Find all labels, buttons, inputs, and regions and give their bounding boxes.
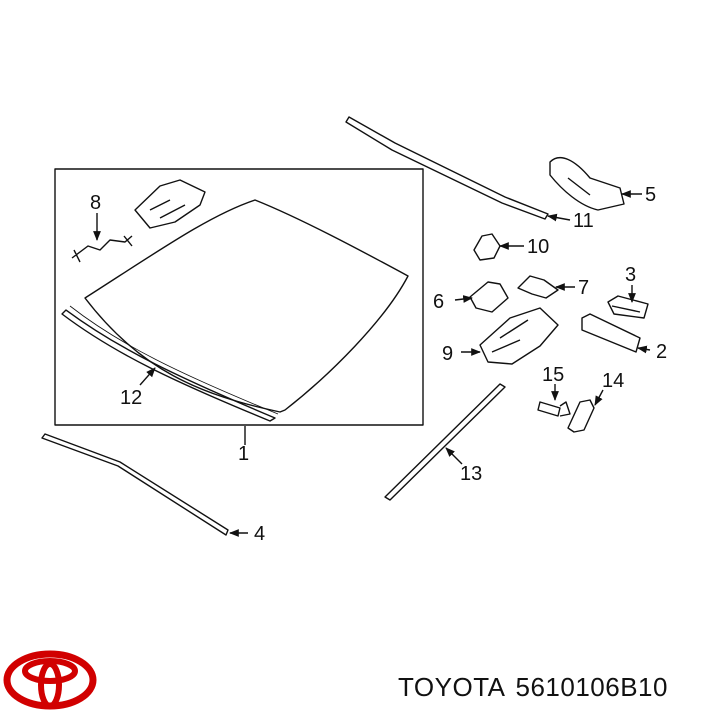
callout-14: 14 xyxy=(602,370,624,392)
callout-12: 12 xyxy=(120,387,142,409)
wiring-harness xyxy=(71,235,133,263)
windshield-glass xyxy=(84,199,409,413)
callout-13: 13 xyxy=(460,463,482,485)
spring-clip xyxy=(517,275,559,299)
sensor-housing xyxy=(479,307,559,365)
side-molding xyxy=(384,383,506,501)
cover-plate xyxy=(581,313,641,353)
brand-name: TOYOTA xyxy=(398,672,506,702)
callout-5: 5 xyxy=(645,184,656,206)
part-number: 5610106B10 xyxy=(515,672,668,702)
callout-15: 15 xyxy=(542,364,564,386)
callout-6: 6 xyxy=(433,291,444,313)
sensor-bracket xyxy=(134,179,206,229)
callout-10: 10 xyxy=(527,236,549,258)
toyota-logo-icon xyxy=(3,650,97,710)
callout-7: 7 xyxy=(578,277,589,299)
callout-9: 9 xyxy=(442,343,453,365)
leader-14 xyxy=(594,389,604,406)
lower-molding xyxy=(41,433,229,536)
leader-12 xyxy=(139,367,156,386)
windshield-molding xyxy=(61,309,276,422)
leader-13 xyxy=(445,447,463,465)
callout-4: 4 xyxy=(254,523,265,545)
sensor-cover xyxy=(607,295,649,319)
callout-3: 3 xyxy=(625,264,636,286)
callout-11: 11 xyxy=(573,210,594,232)
callout-8: 8 xyxy=(90,192,101,214)
mirror-bracket xyxy=(469,281,509,313)
small-bracket xyxy=(567,399,595,433)
leader-2 xyxy=(637,345,651,354)
callout-1: 1 xyxy=(238,443,249,465)
callout-2: 2 xyxy=(656,341,667,363)
leader-11 xyxy=(547,213,571,222)
leader-6 xyxy=(454,295,473,303)
top-molding-strip xyxy=(345,116,549,220)
part-caption: TOYOTA 5610106B10 xyxy=(398,672,678,703)
rear-view-mirror xyxy=(549,157,625,211)
mirror-clip xyxy=(473,233,501,261)
windshield-group-box xyxy=(54,168,424,426)
screw xyxy=(537,401,571,417)
